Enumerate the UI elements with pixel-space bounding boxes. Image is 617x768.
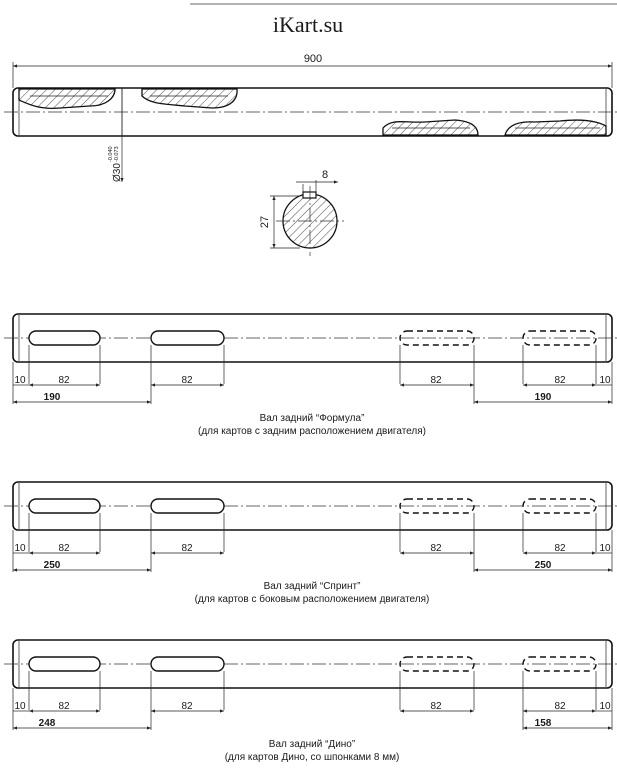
dim-slot-3: 82	[430, 375, 442, 386]
dim-slot-4: 82	[554, 375, 566, 386]
tolerance-upper: -0.040	[108, 146, 114, 162]
dim-slot-2: 82	[181, 701, 193, 712]
keyseat-cut-2	[141, 88, 238, 109]
keyseat-cut-1	[18, 88, 116, 110]
dim-span-right: 190	[535, 392, 552, 403]
dim-span-left: 248	[39, 718, 56, 729]
caption-subtitle: (для картов с боковым расположением двиг…	[195, 593, 430, 605]
dim-slot-1: 82	[58, 701, 70, 712]
caption-title: Вал задний “Дино”	[269, 739, 355, 750]
dim-slot-3: 82	[430, 543, 442, 554]
keyseat-cut-3	[382, 119, 479, 136]
dim-span-left: 190	[44, 392, 61, 403]
dim-slot-4: 82	[554, 701, 566, 712]
caption-subtitle: (для картов с задним расположением двига…	[198, 426, 426, 437]
shaft-dino: 10 82 82 82 82 10 248 158 Вал задний “Ди…	[4, 639, 617, 763]
key-width-dim: 8	[322, 169, 328, 181]
diameter-label: Ø30	[112, 163, 123, 182]
caption-title: Вал задний “Формула”	[260, 413, 365, 424]
caption-subtitle: (для картов Дино, со шпонками 8 мм)	[225, 752, 400, 763]
dim-slot-1: 82	[58, 543, 70, 554]
overall-length-dim: 900	[304, 53, 322, 65]
tolerance-lower: -0.073	[114, 146, 120, 162]
dim-span-right: 250	[535, 560, 552, 571]
dim-end-left: 10	[14, 701, 26, 712]
shaft-formula: 10 82 82 82 82 10 190 190 Вал задний “Фо…	[4, 313, 617, 437]
keyseat-cut-4	[504, 119, 607, 136]
main-shaft-view: 900 Ø30 -0.040 -0.073	[4, 53, 617, 182]
dim-end-right: 10	[599, 375, 611, 386]
site-title: iKart.su	[273, 12, 343, 37]
dim-slot-4: 82	[554, 543, 566, 554]
dim-end-left: 10	[14, 375, 26, 386]
dim-end-right: 10	[599, 543, 611, 554]
flat-height-dim: 27	[259, 216, 271, 228]
dim-span-left: 250	[44, 560, 61, 571]
dim-end-right: 10	[599, 701, 611, 712]
caption-title: Вал задний “Спринт”	[264, 581, 361, 592]
dim-span-right: 158	[535, 718, 552, 729]
dim-slot-2: 82	[181, 543, 193, 554]
dim-slot-1: 82	[58, 375, 70, 386]
dim-end-left: 10	[14, 543, 26, 554]
dim-slot-2: 82	[181, 375, 193, 386]
shaft-section-view: 8 27	[259, 169, 344, 256]
dim-slot-3: 82	[430, 701, 442, 712]
shaft-sprint: 10 82 82 82 82 10 250 250 Вал задний “Сп…	[4, 481, 617, 605]
